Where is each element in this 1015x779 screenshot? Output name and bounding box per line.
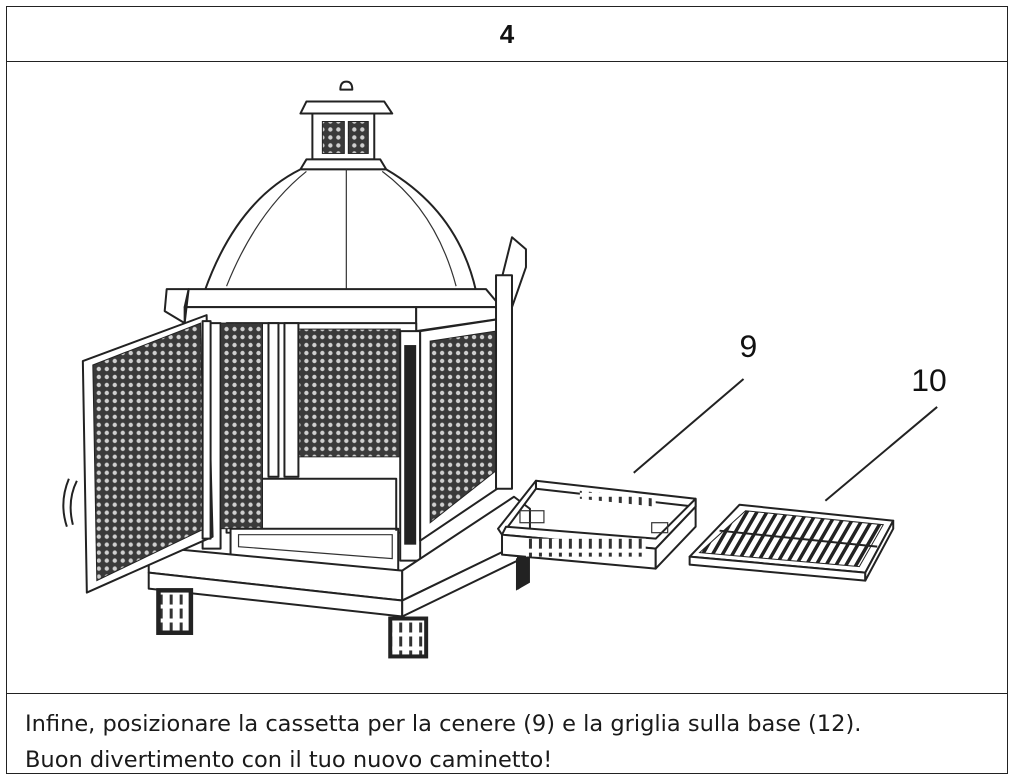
- caption-line-1: Infine, posizionare la cassetta per la c…: [25, 711, 862, 737]
- assembly-illustration: 9 10: [7, 61, 1007, 693]
- dome-roof: [163, 168, 527, 333]
- fireplace-base: [147, 495, 531, 659]
- instruction-panel: 4: [6, 6, 1008, 774]
- ash-tray-drawing: [497, 479, 697, 590]
- callout-line-9: [633, 378, 745, 474]
- chimney-cap: [299, 80, 394, 171]
- instruction-caption: Infine, posizionare la cassetta per la c…: [7, 693, 1007, 775]
- callout-label-9: 9: [740, 328, 758, 364]
- fireplace-drawing: [62, 80, 531, 659]
- step-number-header: 4: [7, 7, 1007, 62]
- caption-line-2: Buon divertimento con il tuo nuovo camin…: [25, 747, 553, 773]
- callout-line-10: [824, 406, 938, 502]
- grate-drawing: [688, 503, 895, 582]
- fireplace-door: [62, 314, 214, 594]
- callout-label-10: 10: [911, 362, 947, 398]
